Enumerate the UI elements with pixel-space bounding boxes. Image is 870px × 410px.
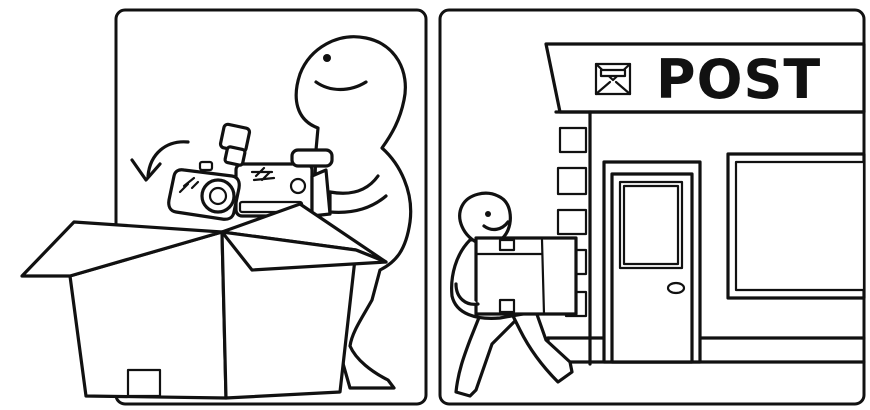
envelope-icon: [594, 62, 632, 96]
motion-arrow: [130, 140, 190, 182]
post-sign-text: POST: [656, 48, 821, 111]
panel-pack-camera: [20, 8, 428, 406]
eye: [323, 54, 331, 62]
post-sign: POST: [594, 48, 821, 111]
post-office-building: [544, 42, 866, 366]
carried-box: [454, 236, 578, 316]
cardboard-box: [20, 202, 388, 400]
eye: [485, 211, 491, 217]
panel-post-office: POST: [438, 8, 866, 406]
flash-unit: [218, 122, 252, 167]
compact-camera: [167, 160, 241, 221]
camera-body: [234, 148, 334, 218]
